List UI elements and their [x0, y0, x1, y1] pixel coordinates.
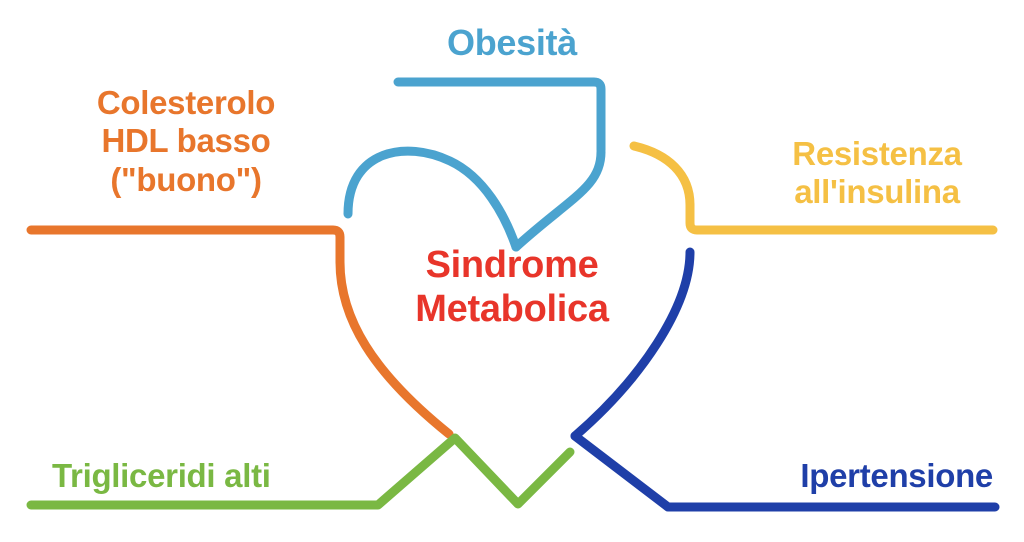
label-resistenza-insulina: Resistenza all'insulina	[792, 135, 962, 211]
heart-arc-right-lower	[570, 247, 695, 441]
heart-arc-right-upper	[629, 141, 695, 210]
trigliceridi-connector-group	[26, 433, 575, 510]
colesterolo-connector-group	[26, 225, 454, 439]
resistenza-line-path	[685, 200, 998, 235]
ipertensione-line-path	[570, 431, 1000, 512]
label-trigliceridi-alti: Trigliceridi alti	[52, 457, 271, 494]
heart-arc-top-left	[343, 146, 521, 252]
heart-arc-left	[335, 257, 454, 439]
obesita-bracket-path	[393, 77, 606, 155]
diagram-center-title: Sindrome Metabolica	[415, 244, 609, 331]
resistenza-connector-group	[629, 141, 998, 235]
colesterolo-line-path	[26, 225, 345, 267]
trigliceridi-line-path	[26, 433, 575, 510]
ipertensione-connector-group	[570, 247, 1000, 512]
heart-arc-top-right	[511, 147, 606, 252]
label-colesterolo-hdl-basso: Colesterolo HDL basso ("buono")	[96, 84, 276, 198]
label-ipertensione: Ipertensione	[800, 457, 993, 494]
obesita-connector-group	[343, 77, 606, 252]
label-obesita: Obesità	[447, 22, 577, 63]
